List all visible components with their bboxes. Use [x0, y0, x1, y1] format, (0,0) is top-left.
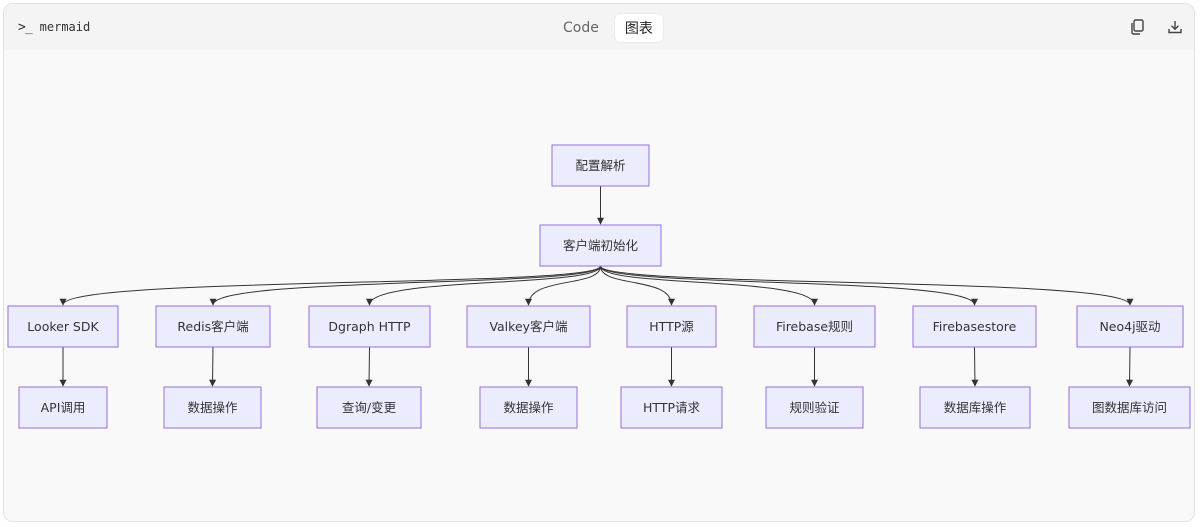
node-label: 查询/变更 — [342, 400, 397, 415]
node-box — [466, 305, 591, 348]
node-label: 图数据库访问 — [1092, 400, 1167, 415]
node-label: Redis客户端 — [177, 319, 248, 334]
edges-layer — [59, 186, 1134, 387]
edge-init-neo4j — [600, 265, 1134, 306]
node-box — [765, 386, 864, 429]
node-init: 客户端初始化 — [539, 224, 662, 267]
node-label: Neo4j驱动 — [1099, 319, 1160, 334]
node-label: 数据操作 — [503, 400, 554, 415]
node-box — [626, 305, 717, 348]
node-box — [1076, 305, 1184, 348]
node-neo4j: Neo4j驱动 — [1076, 305, 1184, 348]
tab-code[interactable]: Code — [563, 20, 599, 36]
node-validate: 规则验证 — [765, 386, 864, 429]
node-label: Firebase规则 — [776, 319, 853, 334]
node-box — [551, 144, 650, 187]
edge-init-fbrules — [600, 265, 818, 306]
edge-redis-redisops — [209, 346, 217, 387]
tab-diagram[interactable]: 图表 — [614, 14, 663, 42]
node-box — [753, 305, 876, 348]
edge-init-looker — [59, 265, 601, 306]
node-dbops: 数据库操作 — [919, 386, 1031, 429]
terminal-icon: >_ — [18, 19, 33, 35]
edge-init-fbstore — [600, 265, 978, 306]
node-label: Valkey客户端 — [489, 319, 567, 334]
node-label: Dgraph HTTP — [328, 319, 411, 334]
node-label: 数据库操作 — [944, 400, 1007, 415]
node-box — [620, 386, 723, 429]
node-fbrules: Firebase规则 — [753, 305, 876, 348]
view-tabs: Code 图表 — [553, 14, 663, 42]
node-box — [7, 305, 119, 348]
node-box — [479, 386, 578, 429]
node-looker: Looker SDK — [7, 305, 119, 348]
node-box — [308, 305, 431, 348]
node-dgraph: Dgraph HTTP — [308, 305, 431, 348]
code-block-header: >_ mermaid Code 图表 — [4, 4, 1194, 50]
node-box — [912, 305, 1037, 348]
language-label: >_ mermaid — [18, 18, 90, 36]
edge-init-dgraph — [366, 265, 601, 306]
edge-dgraph-query — [365, 346, 373, 387]
node-label: 配置解析 — [575, 158, 625, 173]
node-box — [539, 224, 662, 267]
edge-fbstore-dbops — [971, 346, 979, 387]
edge-init-http — [600, 265, 675, 306]
edge-neo4j-graphdb — [1126, 346, 1134, 387]
node-label: Firebasestore — [933, 319, 1017, 334]
node-api: API调用 — [18, 386, 108, 429]
node-label: HTTP请求 — [643, 400, 700, 415]
edge-init-redis — [209, 265, 601, 306]
download-button[interactable] — [1166, 18, 1184, 36]
node-box — [919, 386, 1031, 429]
node-redis: Redis客户端 — [155, 305, 271, 348]
copy-button[interactable] — [1128, 18, 1146, 36]
node-http: HTTP源 — [626, 305, 717, 348]
node-config: 配置解析 — [551, 144, 650, 187]
node-box — [18, 386, 108, 429]
copy-icon — [1131, 19, 1144, 35]
node-box — [1068, 386, 1191, 429]
node-label: 数据操作 — [187, 400, 238, 415]
edge-init-valkey — [525, 265, 601, 306]
node-box — [155, 305, 271, 348]
node-httpreq: HTTP请求 — [620, 386, 723, 429]
node-redisops: 数据操作 — [163, 386, 262, 429]
node-fbstore: Firebasestore — [912, 305, 1037, 348]
node-label: 规则验证 — [789, 400, 840, 415]
node-valkey: Valkey客户端 — [466, 305, 591, 348]
node-label: Looker SDK — [27, 319, 99, 334]
node-valkeyops: 数据操作 — [479, 386, 578, 429]
language-name: mermaid — [39, 20, 91, 34]
node-graphdb: 图数据库访问 — [1068, 386, 1191, 429]
download-icon — [1168, 21, 1182, 34]
node-query: 查询/变更 — [316, 386, 422, 429]
node-box — [163, 386, 262, 429]
node-label: HTTP源 — [649, 319, 694, 334]
node-box — [316, 386, 422, 429]
node-label: 客户端初始化 — [563, 238, 639, 253]
node-label: API调用 — [41, 400, 86, 415]
